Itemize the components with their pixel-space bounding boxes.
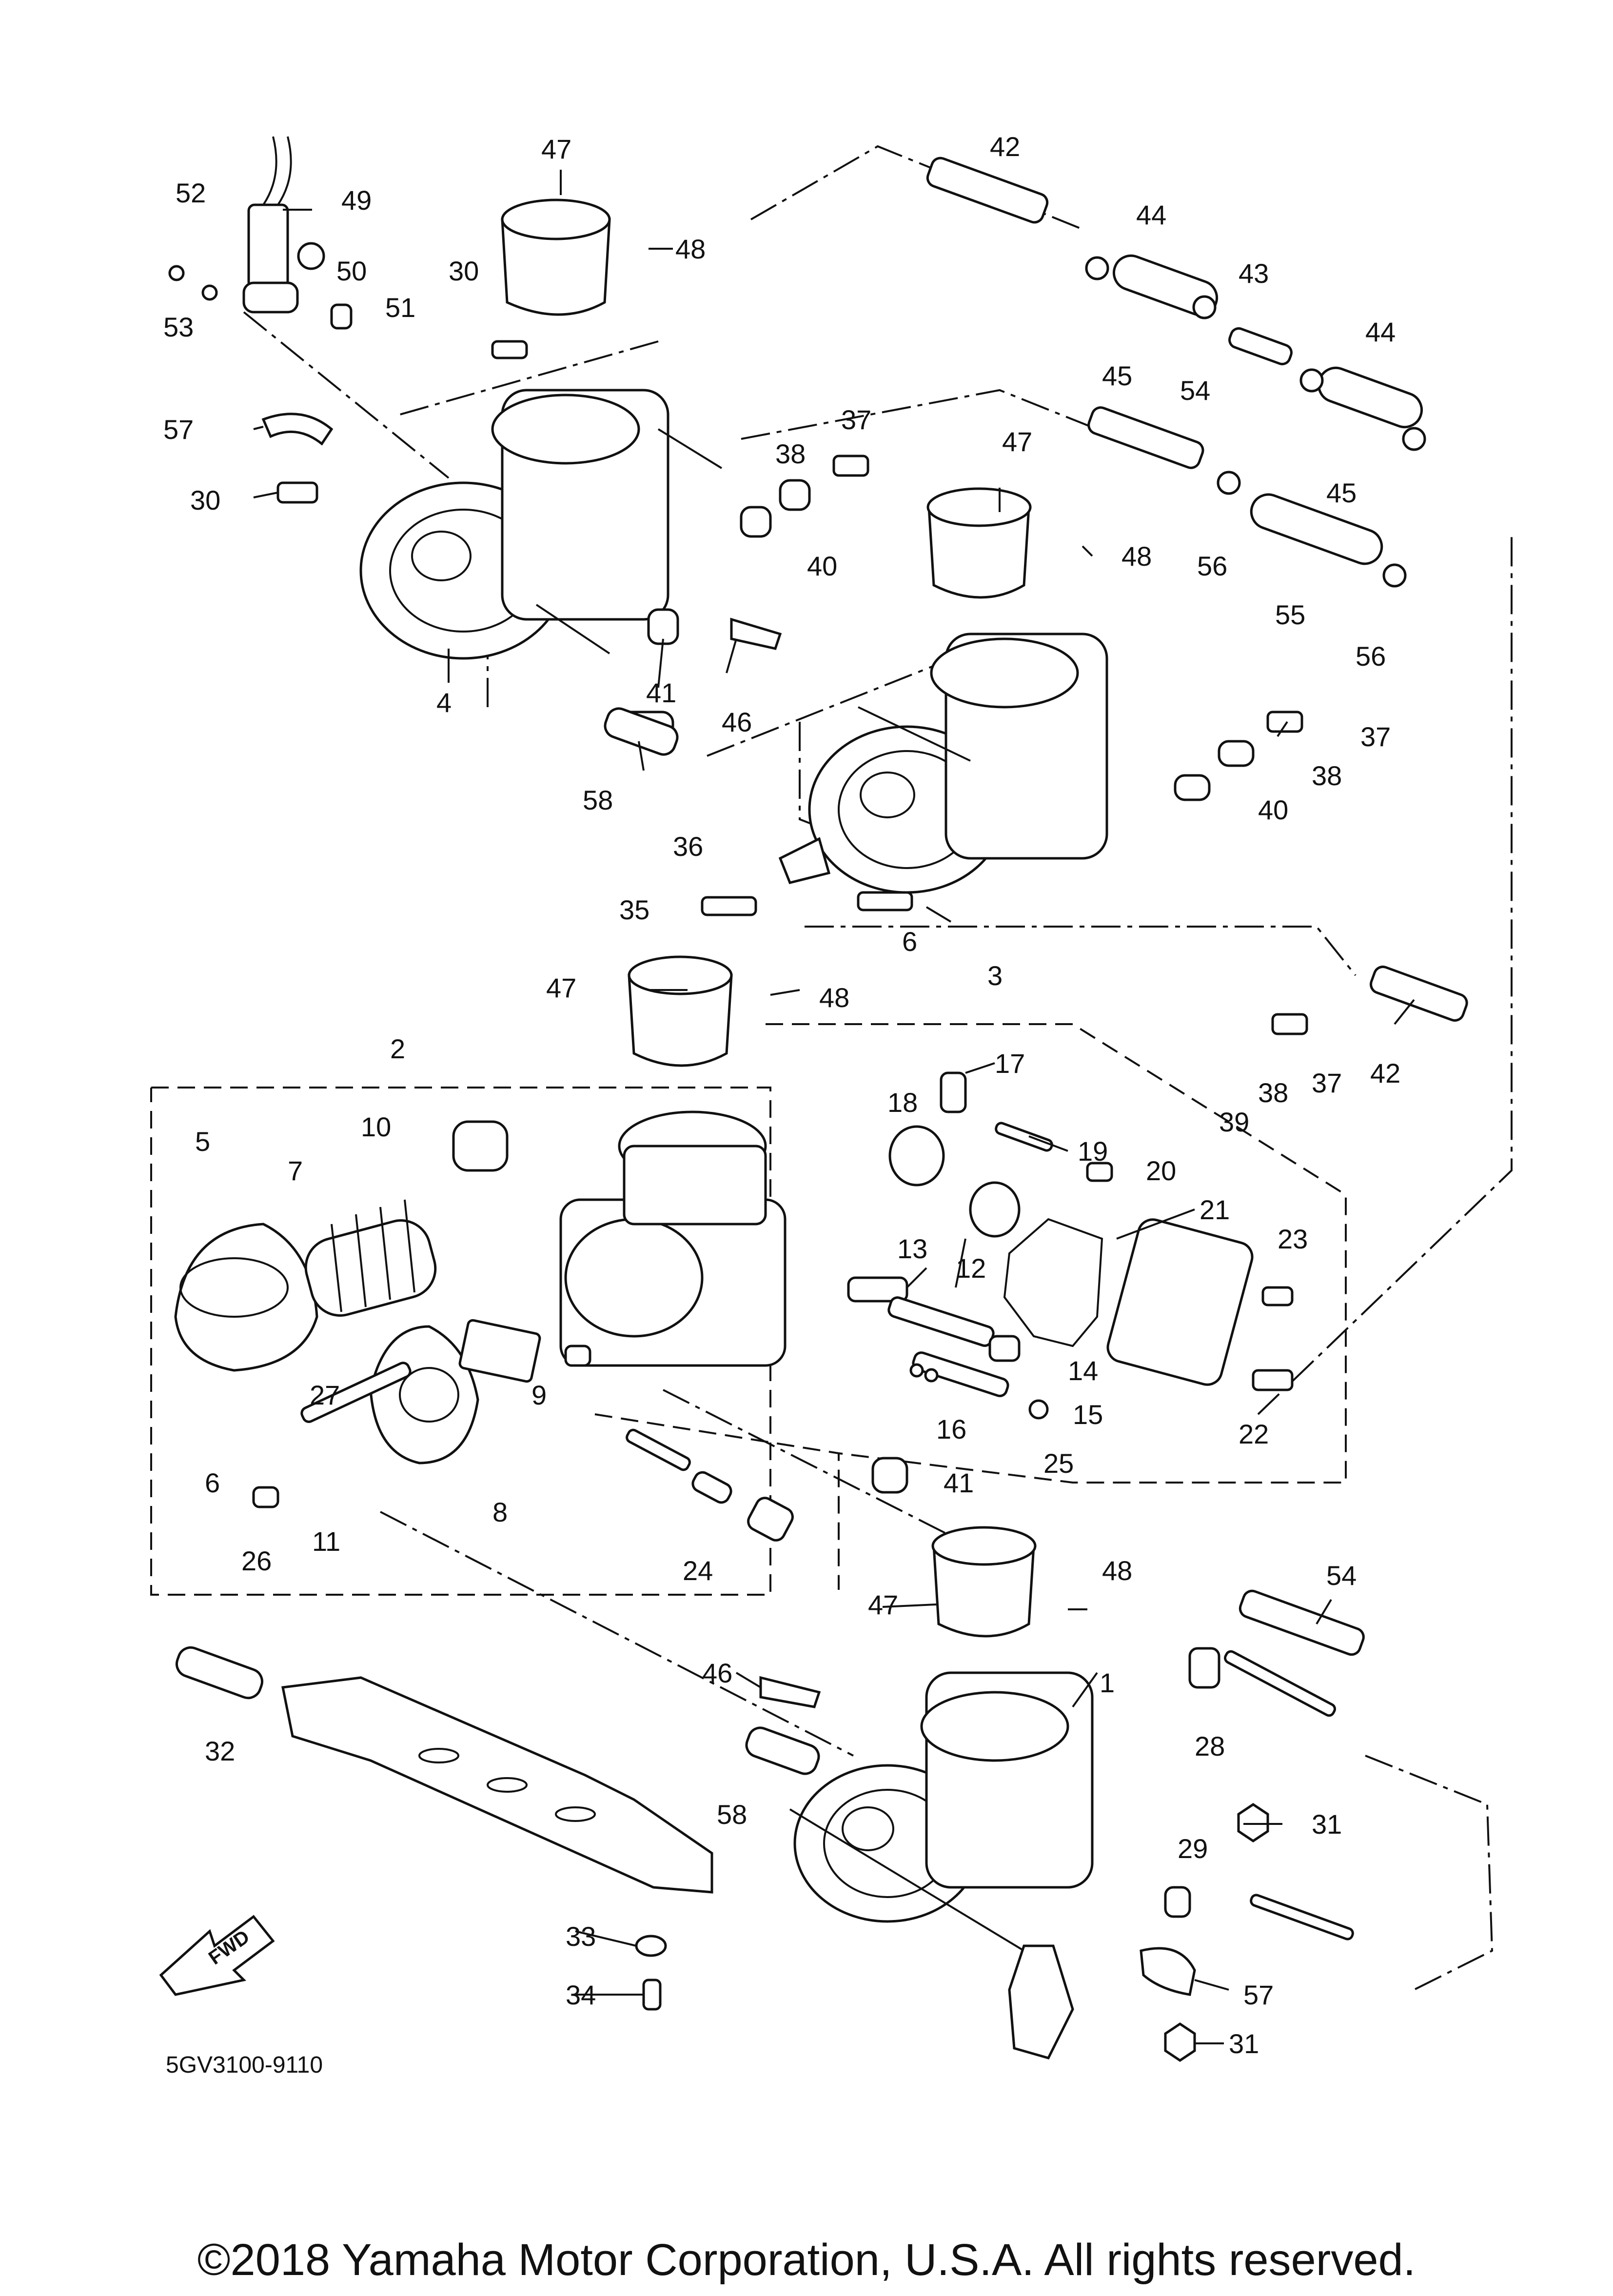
callout-31b: 31 [1229, 2028, 1259, 2059]
callout-17: 17 [995, 1048, 1025, 1079]
callout-3: 3 [987, 960, 1003, 991]
callout-27: 27 [310, 1380, 340, 1410]
callout-47d: 47 [868, 1589, 898, 1620]
callout-18: 18 [887, 1087, 918, 1118]
callout-47b: 47 [1002, 426, 1032, 457]
callout-56a: 56 [1197, 551, 1227, 581]
callout-57b: 57 [1243, 1979, 1274, 2010]
callout-58b: 58 [717, 1799, 747, 1830]
callout-56b: 56 [1356, 641, 1386, 672]
callout-29: 29 [1178, 1833, 1208, 1864]
callout-54a: 54 [1180, 375, 1210, 406]
callout-7: 7 [288, 1155, 303, 1186]
callout-1: 1 [1100, 1667, 1115, 1698]
callout-10: 10 [361, 1111, 391, 1142]
callout-6a: 6 [902, 926, 917, 957]
callout-50: 50 [336, 256, 367, 286]
callout-48d: 48 [1102, 1555, 1132, 1586]
callout-23: 23 [1278, 1224, 1308, 1254]
callout-40a: 40 [807, 551, 837, 581]
callout-49: 49 [341, 185, 372, 216]
callout-38a: 38 [775, 438, 806, 469]
leader-lines [253, 170, 1415, 2044]
callout-6b: 6 [205, 1467, 220, 1498]
callout-51: 51 [385, 292, 415, 323]
callout-38c: 38 [1258, 1077, 1288, 1108]
callout-19: 19 [1078, 1136, 1108, 1167]
callout-14: 14 [1068, 1355, 1098, 1386]
assembly-phantom-lines [243, 145, 1513, 1991]
callout-52: 52 [176, 178, 206, 208]
callout-30b: 30 [190, 485, 220, 515]
callout-45a: 45 [1102, 360, 1132, 391]
callout-4: 4 [436, 687, 452, 718]
callout-55: 55 [1275, 599, 1305, 630]
callout-37b: 37 [1360, 721, 1391, 752]
carburetor-4 [359, 389, 723, 660]
callout-40b: 40 [1258, 794, 1288, 825]
callout-9: 9 [531, 1380, 547, 1410]
callout-35: 35 [619, 894, 649, 925]
callout-22: 22 [1239, 1419, 1269, 1449]
callout-47c: 47 [546, 972, 576, 1003]
callout-46a: 46 [722, 707, 752, 737]
callout-58a: 58 [583, 785, 613, 815]
callout-47a: 47 [541, 134, 571, 164]
callout-26: 26 [241, 1545, 272, 1576]
callout-8: 8 [492, 1497, 508, 1527]
callout-53: 53 [163, 312, 194, 342]
part-callouts: 1 2 3 4 5 6 6 7 8 9 10 11 12 13 14 15 16… [163, 131, 1400, 2059]
forward-arrow-icon: FWD [159, 1915, 275, 1996]
callout-12: 12 [956, 1253, 986, 1284]
diagram-code: 5GV3100-9110 [166, 2052, 323, 2078]
callout-34: 34 [566, 1979, 596, 2010]
callout-32: 32 [205, 1736, 235, 1766]
carburetor-2 [559, 1110, 787, 1367]
small-parts [168, 136, 1468, 2062]
callout-24: 24 [683, 1555, 713, 1586]
callout-21: 21 [1200, 1194, 1230, 1225]
callout-20: 20 [1146, 1155, 1176, 1186]
copyright-notice: ©2018 Yamaha Motor Corporation, U.S.A. A… [197, 2235, 1416, 2285]
subassembly-boundary [150, 1023, 1347, 1596]
callout-54b: 54 [1326, 1560, 1357, 1591]
callout-41a: 41 [646, 677, 676, 708]
callout-46b: 46 [702, 1658, 732, 1688]
callout-36: 36 [673, 831, 703, 862]
callout-2: 2 [390, 1033, 405, 1064]
callout-48b: 48 [1121, 541, 1152, 572]
callout-37a: 37 [841, 404, 871, 435]
air-funnel-parts [501, 198, 1037, 1638]
callout-43: 43 [1239, 258, 1269, 289]
callout-39: 39 [1219, 1107, 1249, 1137]
callout-37c: 37 [1312, 1068, 1342, 1098]
callout-48a: 48 [675, 234, 706, 264]
callout-28: 28 [1195, 1731, 1225, 1762]
callout-38b: 38 [1312, 760, 1342, 791]
callout-5: 5 [195, 1126, 210, 1157]
callout-45b: 45 [1326, 477, 1357, 508]
callout-30a: 30 [449, 256, 479, 286]
carburetor-3 [808, 633, 1108, 894]
callout-31a: 31 [1312, 1809, 1342, 1840]
callout-44b: 44 [1365, 317, 1396, 347]
callout-48c: 48 [819, 982, 849, 1013]
callout-41b: 41 [944, 1467, 974, 1498]
carburetor-1 [789, 1671, 1094, 1952]
callout-42a: 42 [990, 131, 1020, 162]
callout-33: 33 [566, 1921, 596, 1952]
callout-42b: 42 [1370, 1058, 1400, 1089]
callout-25: 25 [1043, 1448, 1074, 1479]
callout-57a: 57 [163, 414, 194, 445]
callout-15: 15 [1073, 1399, 1103, 1430]
callout-13: 13 [897, 1233, 927, 1264]
callout-44a: 44 [1136, 199, 1166, 230]
callout-16: 16 [936, 1414, 966, 1445]
callout-11: 11 [312, 1526, 340, 1557]
